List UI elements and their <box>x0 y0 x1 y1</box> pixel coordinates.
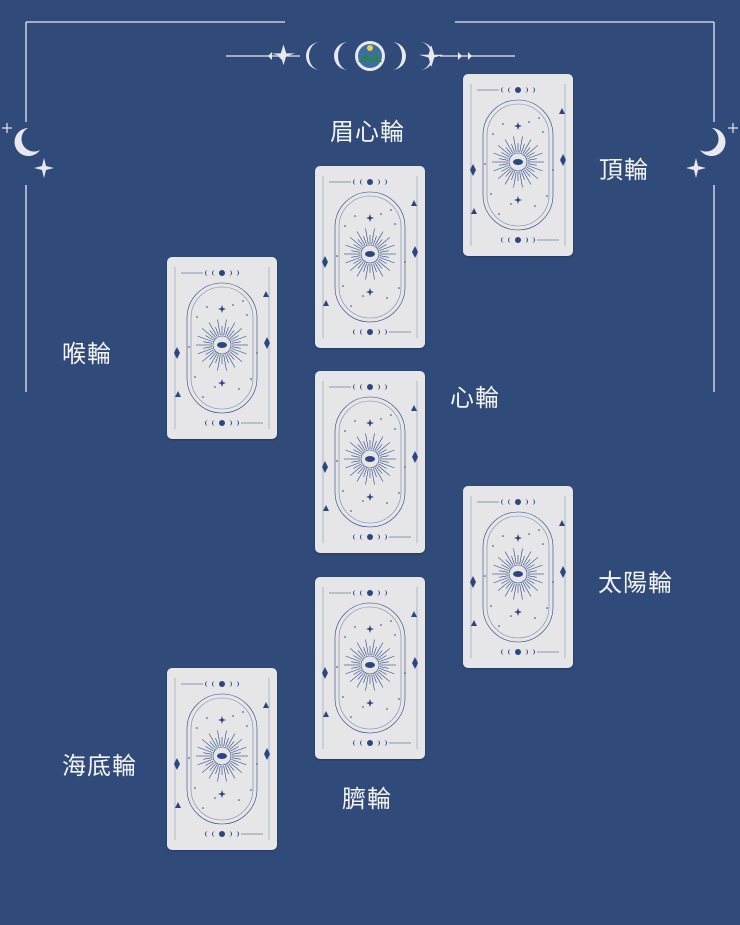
tarot-card-solar-plexus[interactable] <box>463 486 573 668</box>
label-root: 海底輪 <box>62 752 137 780</box>
crescent-star-ornament <box>686 123 738 178</box>
label-crown: 頂輪 <box>599 156 649 184</box>
tarot-card-sacral[interactable] <box>315 577 425 759</box>
card-artwork <box>174 267 270 429</box>
card-artwork <box>322 587 418 749</box>
label-solar-plexus: 太陽輪 <box>598 569 673 597</box>
moon-phases-ornament <box>268 41 472 71</box>
label-sacral: 臍輪 <box>342 785 392 813</box>
tarot-card-crown[interactable] <box>463 74 573 256</box>
crescent-star-ornament <box>2 123 54 178</box>
label-heart: 心輪 <box>450 384 500 412</box>
card-artwork <box>470 84 566 246</box>
tarot-card-heart[interactable] <box>315 371 425 553</box>
card-artwork <box>470 496 566 658</box>
tarot-card-root[interactable] <box>167 668 277 850</box>
card-artwork <box>322 381 418 543</box>
tarot-card-third-eye[interactable] <box>315 166 425 348</box>
label-throat: 喉輪 <box>62 340 112 368</box>
card-artwork <box>174 678 270 840</box>
tarot-card-throat[interactable] <box>167 257 277 439</box>
card-artwork <box>322 176 418 338</box>
label-third-eye: 眉心輪 <box>330 118 405 146</box>
